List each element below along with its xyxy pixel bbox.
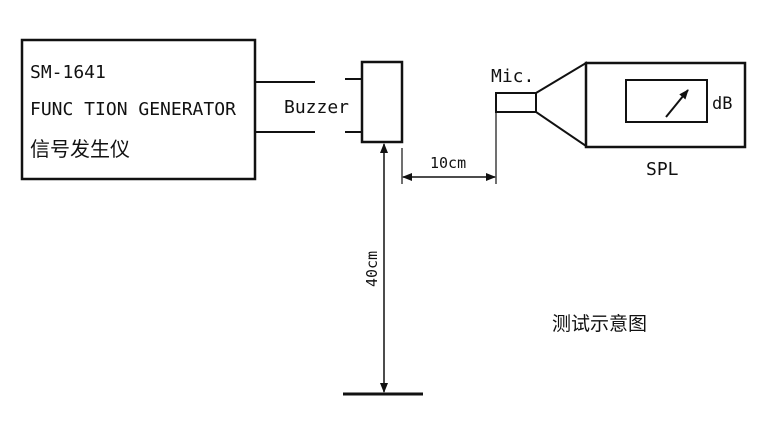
buzzer-box bbox=[360, 60, 404, 144]
function-generator: SM-1641 FUNC TION GENERATOR 信号发生仪 bbox=[20, 38, 257, 181]
mic-cone bbox=[535, 61, 587, 148]
vertical-dimension-label: 40cm bbox=[363, 251, 381, 287]
horizontal-dimension: 10cm bbox=[401, 110, 497, 184]
generator-name: FUNC TION GENERATOR bbox=[30, 99, 236, 120]
buzzer-input-leads bbox=[345, 78, 362, 133]
meter-unit: dB bbox=[712, 94, 732, 114]
meter-body bbox=[584, 61, 747, 149]
mic-capsule bbox=[495, 92, 537, 113]
generator-name-cn: 信号发生仪 bbox=[30, 137, 130, 161]
meter-label: SPL bbox=[646, 159, 679, 180]
vertical-dimension: 40cm bbox=[343, 143, 423, 396]
generator-box bbox=[20, 38, 257, 181]
mic-label: Mic. bbox=[491, 66, 534, 87]
generator-model: SM-1641 bbox=[30, 62, 106, 83]
meter-display bbox=[625, 79, 708, 123]
buzzer-label: Buzzer bbox=[284, 97, 349, 118]
horizontal-dimension-label: 10cm bbox=[430, 154, 466, 172]
diagram-caption: 测试示意图 bbox=[552, 313, 647, 335]
meter-needle-icon bbox=[665, 89, 689, 118]
generator-output-leads bbox=[255, 81, 315, 133]
sound-level-meter: dB bbox=[584, 61, 747, 149]
